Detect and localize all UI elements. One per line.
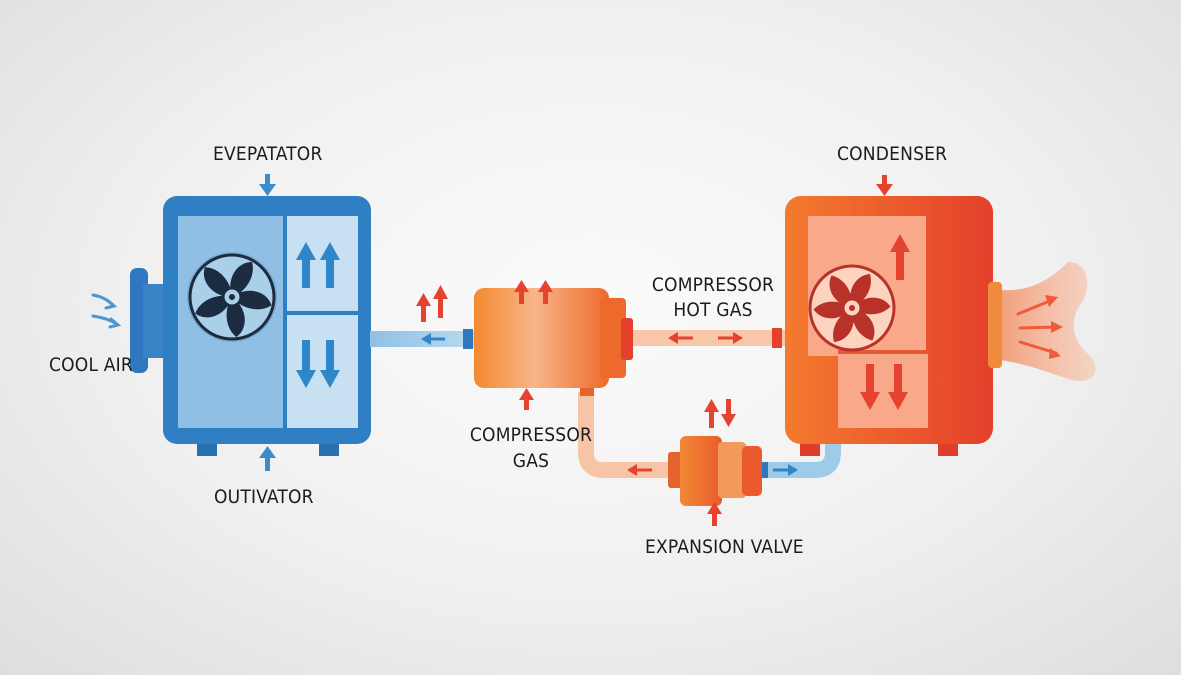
evaporator-down-arrows-icon: [296, 340, 340, 388]
compressor-hot-gas-line2: HOT GAS: [673, 299, 753, 321]
evaporator-label: EVEPATATOR: [213, 143, 323, 165]
compressor-top-arrows-icon: [514, 280, 553, 304]
compressor-gas-label: COMPRESSOR GAS: [468, 424, 594, 472]
evaporator-inlet-arrow-icon: [259, 174, 276, 196]
expansion-valve-label: EXPANSION VALVE: [645, 536, 804, 558]
condenser-up-arrow-icon: [890, 234, 910, 280]
liquid-return-pipe-warm: [578, 392, 682, 478]
condenser-down-arrows-icon: [860, 364, 908, 410]
expansion-valve-inlet-arrow-icon: [707, 502, 722, 526]
cool-air-label: COOL AIR: [49, 354, 133, 376]
outivator-label: OUTIVATOR: [214, 486, 314, 508]
expansion-valve-unit: [668, 436, 762, 506]
compressor-unit: [474, 288, 633, 396]
hot-gas-pipe: [625, 328, 785, 348]
compressor-gas-line1: COMPRESSOR: [469, 424, 593, 446]
evaporator-fan-icon: [187, 252, 277, 342]
evaporator-up-arrows-icon: [296, 242, 340, 288]
condenser-label: CONDENSER: [837, 143, 948, 165]
condenser-plume: [1000, 262, 1096, 381]
compressor-gas-line2: GAS: [512, 450, 550, 472]
cool-air-arrows-icon: [91, 293, 122, 329]
expansion-valve-arrows-icon: [704, 399, 736, 428]
compressor-outlet-arrows-icon: [416, 285, 448, 322]
compressor-hot-gas-line1: COMPRESSOR: [651, 274, 775, 296]
condenser-fan-icon: [808, 264, 896, 352]
compressor-gas-arrow-icon: [519, 388, 534, 410]
suction-pipe: [370, 329, 475, 349]
condenser-inlet-arrow-icon: [876, 175, 893, 196]
evaporator-outlet-arrow-icon: [259, 446, 276, 471]
compressor-hot-gas-label: COMPRESSOR HOT GAS: [650, 274, 776, 321]
